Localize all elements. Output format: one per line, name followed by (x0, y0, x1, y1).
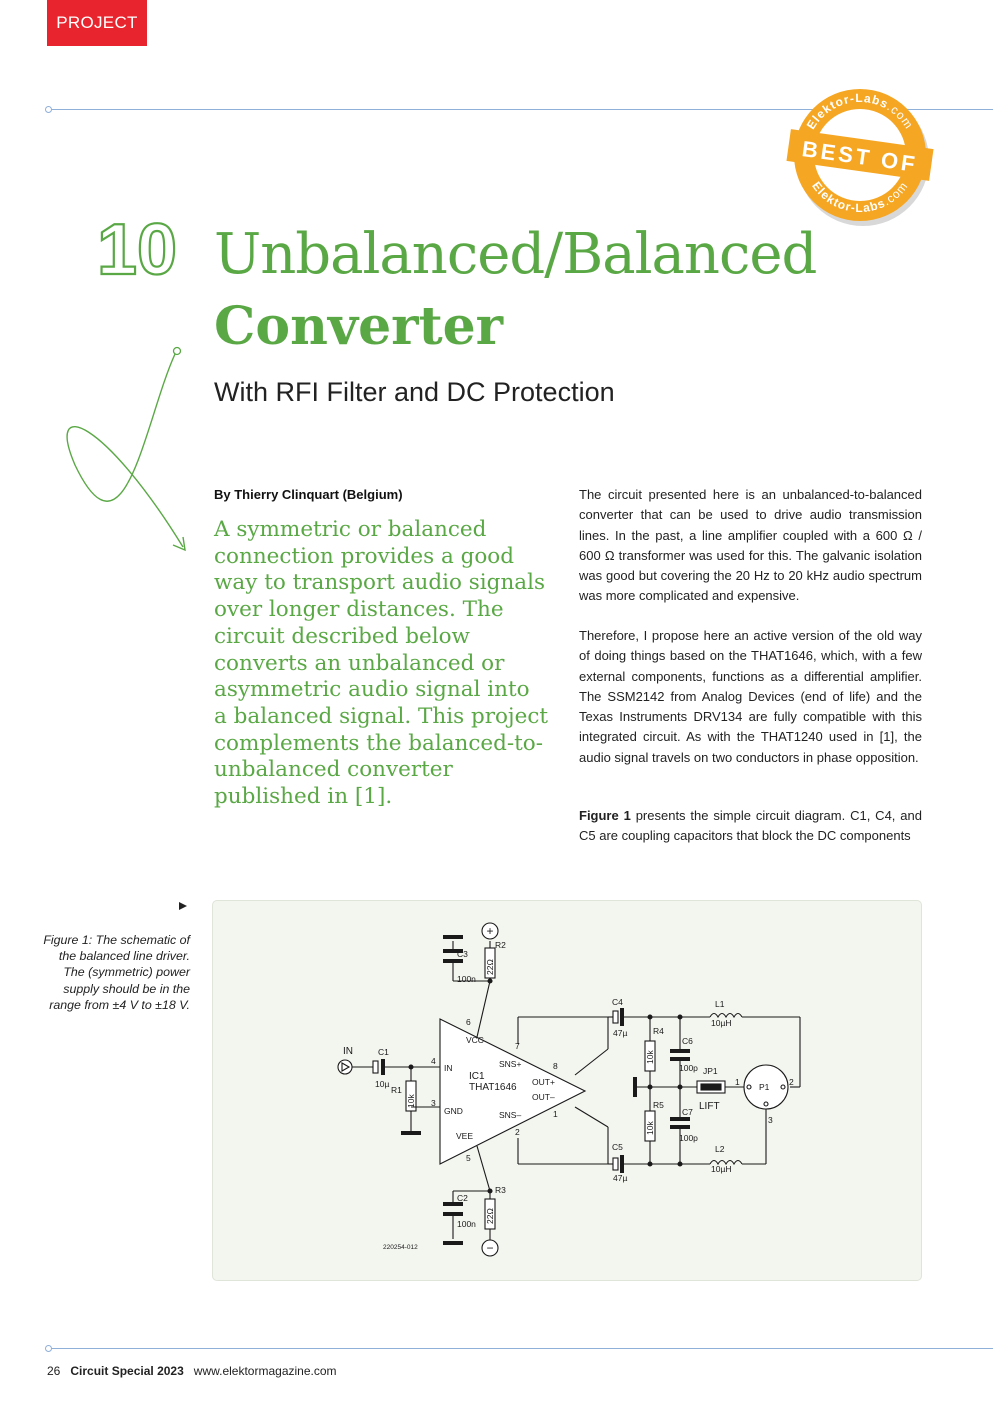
pin-gnd: GND (444, 1106, 463, 1116)
r1-label: R1 (391, 1085, 402, 1095)
pin3-number: 3 (431, 1098, 436, 1108)
byline: By Thierry Clinquart (Belgium) (214, 487, 403, 502)
body-paragraph-1: The circuit presented here is an unbalan… (579, 487, 922, 604)
ic1-ref: IC1 (469, 1071, 485, 1082)
pin-vcc: VCC (466, 1035, 484, 1045)
p1-pin1: 1 (735, 1077, 740, 1087)
pin5-number: 5 (466, 1153, 471, 1163)
figure-caption: Figure 1: The schematic of the balanced … (43, 933, 190, 1012)
body-paragraph-3-text: presents the simple circuit diagram. C1,… (579, 808, 922, 844)
r3-label: R3 (495, 1185, 506, 1195)
page-footer: 26 Circuit Special 2023 www.elektormagaz… (47, 1364, 337, 1378)
c3-label: C3 (457, 949, 468, 959)
c7-value: 100p (679, 1133, 698, 1143)
top-rule (50, 109, 993, 110)
r4-value: 10k (645, 1050, 655, 1064)
bottom-rule-dot (45, 1345, 52, 1352)
r4-label: R4 (653, 1026, 664, 1036)
c3-value: 100n (457, 974, 476, 984)
body-paragraph-2: Therefore, I propose here an active vers… (579, 628, 922, 765)
r5-label: R5 (653, 1100, 664, 1110)
jp1-lift-label: LIFT (699, 1101, 720, 1112)
pin-vee: VEE (456, 1131, 473, 1141)
magazine-url[interactable]: www.elektormagazine.com (193, 1364, 337, 1378)
r5-value: 10k (645, 1121, 655, 1135)
article-number: 10 (96, 212, 178, 282)
pin4-number: 4 (431, 1056, 436, 1066)
c2-value: 100n (457, 1219, 476, 1229)
p1-label: P1 (759, 1082, 770, 1092)
article-title-line1: Unbalanced/Balanced (214, 222, 817, 287)
l2-value: 10µH (711, 1164, 732, 1174)
body-paragraph-3: Figure 1 presents the simple circuit dia… (579, 806, 922, 847)
pin-snsp: SNS+ (499, 1059, 521, 1069)
article-title-line2: Converter (214, 296, 504, 357)
article-subtitle: With RFI Filter and DC Protection (214, 377, 615, 407)
ic1-body (439, 1018, 587, 1165)
r2-label: R2 (495, 940, 506, 950)
p1-pin2: 2 (789, 1077, 794, 1087)
pin-outm: OUT– (532, 1092, 555, 1102)
c1-label: C1 (378, 1047, 389, 1057)
figure-code: 220254-012 (383, 1244, 418, 1251)
l1-value: 10µH (711, 1018, 732, 1028)
pin-outp: OUT+ (532, 1077, 555, 1087)
pin8-number: 8 (553, 1061, 558, 1071)
schematic-diagram: VCC IN GND VEE SNS+ OUT+ OUT– SNS– 6 4 3… (337, 922, 801, 1257)
c1-value: 10µ (375, 1079, 389, 1089)
decorative-arrow-curve (66, 346, 186, 552)
minus-supply-icon: − (486, 1241, 493, 1255)
pin2-number: 2 (515, 1127, 520, 1137)
svg-text:10: 10 (97, 212, 177, 282)
page-number: 26 (47, 1364, 61, 1378)
r1-value: 10k (406, 1094, 416, 1108)
input-label: IN (343, 1046, 353, 1057)
pin6-number: 6 (466, 1017, 471, 1027)
caption-marker-icon (179, 902, 187, 910)
c4-value: 47µ (613, 1028, 627, 1038)
l1-label: L1 (715, 999, 725, 1009)
c4-label: C4 (612, 997, 623, 1007)
section-tag: PROJECT (47, 0, 147, 46)
r2-value: 22Ω (485, 959, 495, 975)
l2-label: L2 (715, 1144, 725, 1154)
jp1-label: JP1 (703, 1066, 718, 1076)
pin7-number: 7 (515, 1041, 520, 1051)
pin-in: IN (444, 1063, 453, 1073)
c6-value: 100p (679, 1063, 698, 1073)
r3-value: 22Ω (485, 1208, 495, 1224)
c5-label: C5 (612, 1142, 623, 1152)
c2-label: C2 (457, 1193, 468, 1203)
c7-label: C7 (682, 1107, 693, 1117)
c5-value: 47µ (613, 1173, 627, 1183)
c6-label: C6 (682, 1036, 693, 1046)
ic1-part: THAT1646 (469, 1082, 517, 1093)
lead-paragraph: A symmetric or balanced connection provi… (214, 517, 549, 810)
magazine-name: Circuit Special 2023 (70, 1364, 184, 1378)
bottom-rule (50, 1348, 993, 1349)
pin1-number: 1 (553, 1109, 558, 1119)
top-rule-dot (45, 106, 52, 113)
pin-snsm: SNS– (499, 1110, 521, 1120)
plus-supply-icon: + (486, 924, 493, 938)
p1-pin3: 3 (768, 1115, 773, 1125)
best-of-badge: Elektor-Labs.com Elektor-Labs.com BEST O… (786, 89, 934, 226)
figure-ref: Figure 1 (579, 808, 631, 823)
